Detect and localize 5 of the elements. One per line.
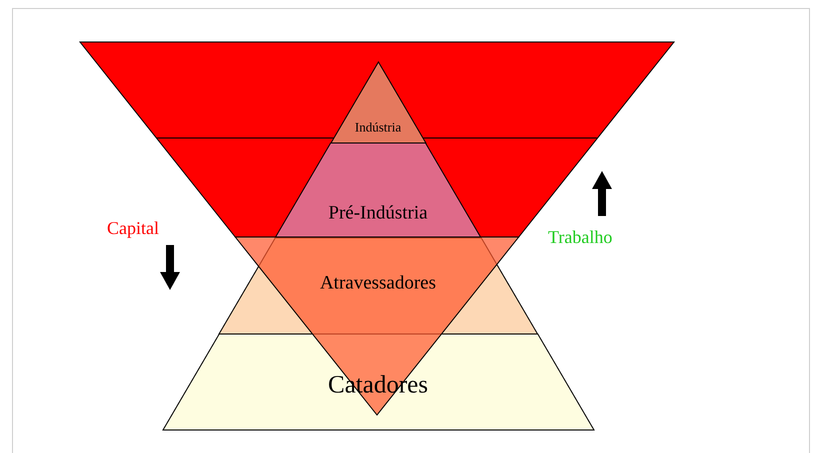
side-label: Trabalho: [548, 228, 612, 246]
band-label: Indústria: [354, 120, 402, 134]
band-label: Atravessadores: [320, 274, 436, 292]
band-label: Pré-Indústria: [328, 204, 428, 222]
side-label: Capital: [107, 219, 159, 237]
